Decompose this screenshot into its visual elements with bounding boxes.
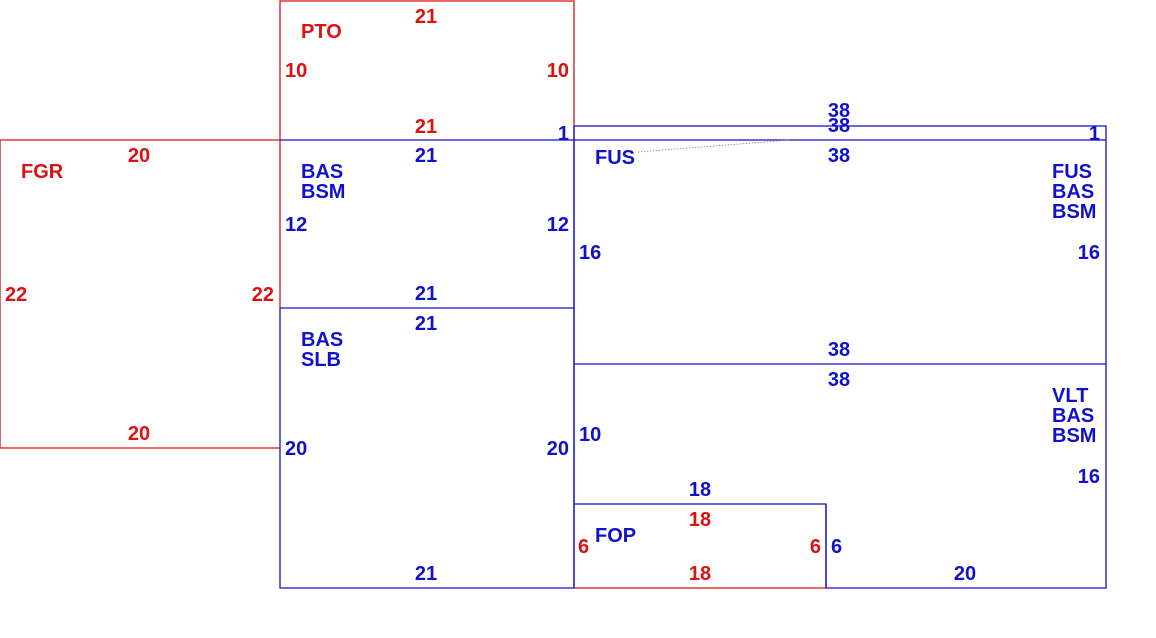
bas-bsm-dim-right: 12	[547, 214, 569, 236]
dimension-labels: 21 10 10 21 20 22 22 20 21 12 12 21 21 2…	[5, 6, 1100, 585]
bas-slb-dim-bottom: 21	[415, 563, 437, 585]
fus-bas-bsm-outline	[573, 139, 1107, 365]
fus-callout-label: FUS	[595, 147, 635, 169]
vlt-bas-bsm-label-line1: VLT	[1052, 385, 1088, 407]
fop-outline	[573, 504, 827, 588]
fgr-outline	[0, 139, 280, 449]
fop-dim-left: 6	[578, 536, 589, 558]
fus-bas-bsm-dim-left: 16	[579, 242, 601, 264]
vlt-bas-bsm-dim-bottom: 20	[954, 563, 976, 585]
bas-slb-label-line2: SLB	[301, 349, 341, 371]
room-outlines	[0, 0, 1107, 589]
vlt-bas-bsm-dim-left: 10	[579, 424, 601, 446]
pto-dim-bottom: 21	[415, 116, 437, 138]
fgr-dim-top: 20	[128, 145, 150, 167]
vlt-bas-bsm-label-line2: BAS	[1052, 405, 1094, 427]
fus-bas-bsm-dim-right: 16	[1078, 242, 1100, 264]
fus-leader-line	[637, 139, 791, 153]
fus-bas-bsm-label-line2: BAS	[1052, 181, 1094, 203]
fgr-dim-right: 22	[252, 284, 274, 306]
fop-dim-right: 6	[810, 536, 821, 558]
room-labels: PTO FGR BAS BSM BAS SLB FUS FUS BAS BSM …	[21, 21, 1096, 547]
fus-bas-bsm-dim-bottom: 38	[828, 339, 850, 361]
fus-strip-dim-bottom: 38	[828, 115, 850, 137]
pto-dim-left: 10	[285, 60, 307, 82]
fop-dim-bottom: 18	[689, 563, 711, 585]
pto-dim-top: 21	[415, 6, 437, 28]
pto-outline	[279, 0, 575, 140]
fus-strip-outline	[573, 125, 1107, 140]
bas-bsm-dim-bottom: 21	[415, 283, 437, 305]
bas-slb-dim-top: 21	[415, 313, 437, 335]
bas-bsm-label-line1: BAS	[301, 161, 343, 183]
fgr-dim-bottom: 20	[128, 423, 150, 445]
pto-dim-right: 10	[547, 60, 569, 82]
fgr-label: FGR	[21, 161, 64, 183]
fus-bas-bsm-dim-top: 38	[828, 145, 850, 167]
vlt-bas-bsm-dim-right: 16	[1078, 466, 1100, 488]
fgr-dim-left: 22	[5, 284, 27, 306]
fus-bas-bsm-label-line3: BSM	[1052, 201, 1096, 223]
fop-dim-top: 18	[689, 509, 711, 531]
vlt-bas-bsm-dim-inner-right: 6	[831, 536, 842, 558]
fus-strip-dim-right: 1	[1089, 123, 1100, 145]
fus-bas-bsm-label-line1: FUS	[1052, 161, 1092, 183]
bas-bsm-dim-left: 12	[285, 214, 307, 236]
bas-slb-label-line1: BAS	[301, 329, 343, 351]
fus-strip-dim-top: 38	[828, 100, 850, 122]
pto-label: PTO	[301, 21, 342, 43]
vlt-bas-bsm-dim-inner-top: 18	[689, 479, 711, 501]
vlt-bas-bsm-dim-top: 38	[828, 369, 850, 391]
bas-bsm-label-line2: BSM	[301, 181, 345, 203]
vlt-bas-bsm-label-line3: BSM	[1052, 425, 1096, 447]
bas-slb-dim-left: 20	[285, 438, 307, 460]
fus-strip-dim-left: 1	[558, 123, 569, 145]
bas-bsm-dim-top: 21	[415, 145, 437, 167]
fop-label: FOP	[595, 525, 636, 547]
bas-slb-dim-right: 20	[547, 438, 569, 460]
